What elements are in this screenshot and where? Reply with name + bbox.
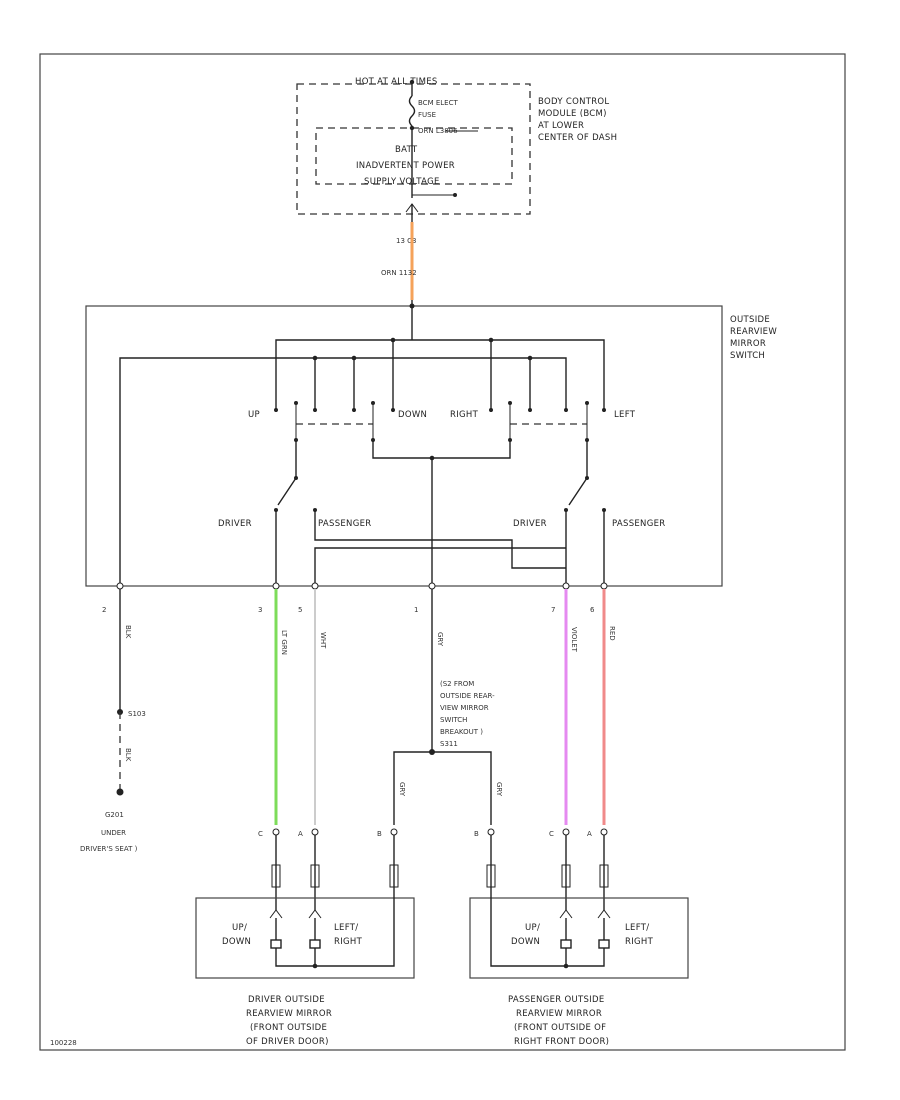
ground-wire: BLK bbox=[124, 748, 132, 762]
ground-name: G201 bbox=[105, 811, 124, 819]
switch-driver-1: DRIVER bbox=[218, 519, 252, 529]
pass-title-3: (FRONT OUTSIDE OF bbox=[514, 1023, 606, 1033]
driver-motor-lr-icon bbox=[309, 939, 321, 949]
bcm-loc-2: MODULE (BCM) bbox=[538, 109, 607, 119]
switch-left-label: LEFT bbox=[614, 410, 636, 420]
pin-5: 5 bbox=[298, 606, 302, 614]
driver-title-4: OF DRIVER DOOR) bbox=[246, 1037, 329, 1047]
splice-note-1: (S2 FROM bbox=[440, 680, 474, 688]
switch-up-label: UP bbox=[248, 410, 260, 420]
bcm-inner-3: SUPPLY VOLTAGE bbox=[364, 177, 440, 187]
driver-mirror-box bbox=[195, 897, 415, 979]
driver-title-1: DRIVER OUTSIDE bbox=[248, 995, 325, 1005]
switch-passenger-2: PASSENGER bbox=[612, 519, 665, 529]
bcm-fuse-word: FUSE bbox=[418, 111, 436, 119]
bcm-loc-3: AT LOWER bbox=[538, 121, 584, 131]
ground-splice: S103 bbox=[128, 710, 146, 718]
pin-3: 3 bbox=[258, 606, 262, 614]
bcm-box bbox=[296, 83, 531, 215]
switch-driver-2: DRIVER bbox=[513, 519, 547, 529]
driver-pin-b: B bbox=[377, 830, 382, 838]
wire-label-blk: BLK bbox=[124, 625, 132, 639]
pass-pin-b: B bbox=[474, 830, 479, 838]
frame-id: 100228 bbox=[50, 1039, 77, 1047]
splice-note-3: VIEW MIRROR bbox=[440, 704, 489, 712]
pass-motor-lr-icon bbox=[598, 939, 610, 949]
pass-lr-1: LEFT/ bbox=[625, 923, 649, 933]
driver-updown-2: DOWN bbox=[222, 937, 251, 947]
bcm-inner-box bbox=[315, 127, 513, 185]
driver-motor-updown-icon bbox=[270, 939, 282, 949]
passenger-mirror-box bbox=[469, 897, 689, 979]
pass-updown-1: UP/ bbox=[525, 923, 540, 933]
bcm-inner-1: BATT bbox=[395, 145, 418, 155]
pin-6: 6 bbox=[590, 606, 595, 614]
pin-7: 7 bbox=[551, 606, 555, 614]
pass-motor-updown-icon bbox=[560, 939, 572, 949]
ground-loc-2: DRIVER'S SEAT ) bbox=[80, 845, 138, 853]
driver-pin-a: A bbox=[298, 830, 303, 838]
ground-loc-1: UNDER bbox=[101, 829, 126, 837]
wire-label-red: RED bbox=[608, 626, 616, 641]
switch-right-label: RIGHT bbox=[450, 410, 479, 420]
ground-icon bbox=[116, 788, 124, 796]
driver-lr-2: RIGHT bbox=[334, 937, 363, 947]
pin-1: 1 bbox=[414, 606, 418, 614]
bcm-inner-2: INADVERTENT POWER bbox=[356, 161, 455, 171]
driver-updown-1: UP/ bbox=[232, 923, 247, 933]
switch-name-4: SWITCH bbox=[730, 351, 765, 361]
pass-title-2: REARVIEW MIRROR bbox=[516, 1009, 602, 1019]
splice-note-2: OUTSIDE REAR- bbox=[440, 692, 495, 700]
pass-pin-a: A bbox=[587, 830, 592, 838]
driver-title-3: (FRONT OUTSIDE bbox=[250, 1023, 327, 1033]
mirror-wire-gry-left: GRY bbox=[398, 782, 406, 797]
pass-pin-c: C bbox=[549, 830, 554, 838]
driver-lr-1: LEFT/ bbox=[334, 923, 358, 933]
switch-name-2: REARVIEW bbox=[730, 327, 777, 337]
wire-label-wht: WHT bbox=[319, 632, 327, 649]
switch-name-1: OUTSIDE bbox=[730, 315, 770, 325]
mirror-connectors bbox=[272, 828, 608, 836]
pass-lr-2: RIGHT bbox=[625, 937, 654, 947]
diagram-frame bbox=[39, 53, 846, 1051]
mirror-switch-box bbox=[85, 305, 723, 587]
mirror-wire-gry-right: GRY bbox=[495, 782, 503, 797]
splice-note-5: BREAKOUT ) bbox=[440, 728, 483, 736]
driver-pin-c: C bbox=[258, 830, 263, 838]
bcm-connector: 13 C3 bbox=[396, 237, 416, 245]
bcm-wire: ORN 1132 bbox=[381, 269, 417, 277]
splice-note-4: SWITCH bbox=[440, 716, 467, 724]
driver-title-2: REARVIEW MIRROR bbox=[246, 1009, 332, 1019]
fuse-icon bbox=[408, 95, 416, 127]
bcm-wire-pair: ORN L3806 bbox=[418, 127, 458, 135]
pass-title-4: RIGHT FRONT DOOR) bbox=[514, 1037, 609, 1047]
pin-2: 2 bbox=[102, 606, 106, 614]
splice-note-6: S311 bbox=[440, 740, 458, 748]
wire-label-gry: GRY bbox=[436, 632, 444, 647]
switch-passenger-1: PASSENGER bbox=[318, 519, 371, 529]
bcm-loc-1: BODY CONTROL bbox=[538, 97, 609, 107]
wire-label-ltgrn: LT GRN bbox=[280, 630, 288, 655]
bcm-fuse-header: HOT AT ALL TIMES bbox=[355, 77, 438, 87]
pass-updown-2: DOWN bbox=[511, 937, 540, 947]
switch-name-3: MIRROR bbox=[730, 339, 766, 349]
bcm-loc-4: CENTER OF DASH bbox=[538, 133, 617, 143]
inline-connector-marks bbox=[271, 864, 609, 888]
bcm-fuse-name: BCM ELECT bbox=[418, 99, 458, 107]
pass-title-1: PASSENGER OUTSIDE bbox=[508, 995, 605, 1005]
switch-down-label: DOWN bbox=[398, 410, 427, 420]
wire-label-violet: VIOLET bbox=[570, 627, 578, 653]
